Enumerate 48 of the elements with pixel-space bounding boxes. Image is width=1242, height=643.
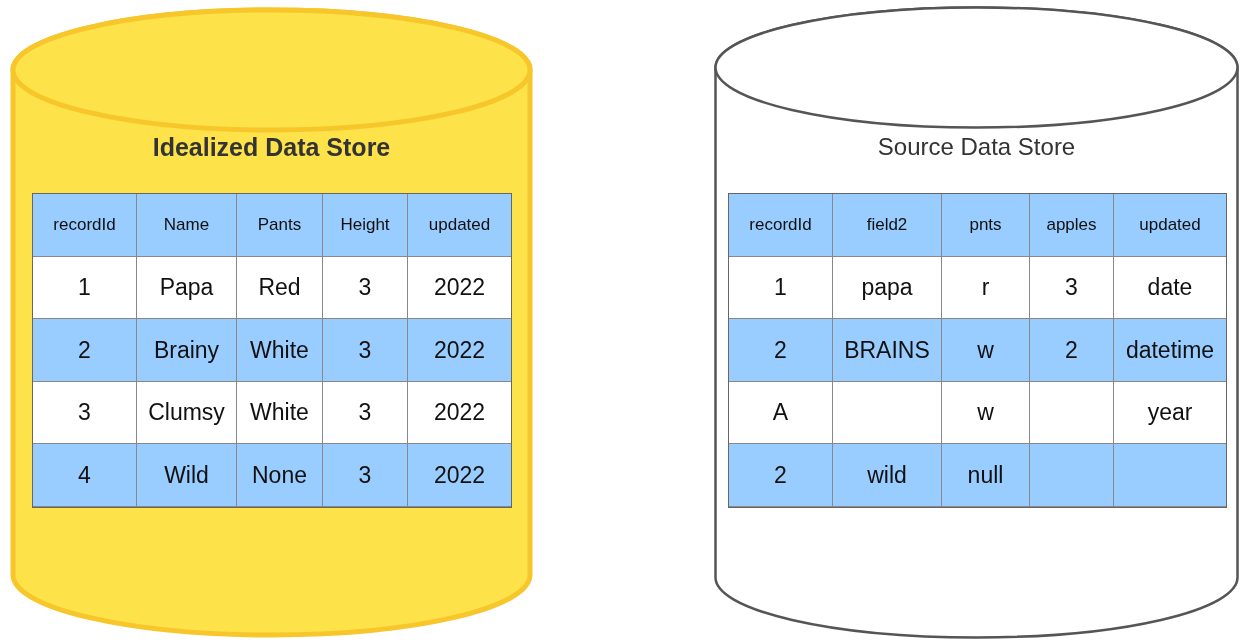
table-cell: 4 [78,461,91,489]
table-cell: 2022 [433,461,486,489]
table-cell: 1 [774,274,787,301]
table-cell: A [772,399,789,426]
column-header: Pants [257,215,302,235]
table-cell: year [1147,399,1193,426]
table-cell: Clumsy [148,399,225,426]
table-cell: 3 [358,336,372,364]
table-cell: White [250,399,309,426]
table-cell: Wild [164,461,209,489]
column-header: field2 [866,215,908,235]
table-cell: wild [867,461,907,489]
column-header: updated [1139,215,1201,235]
table-cell: 3 [78,399,91,426]
column-header: updated [428,215,491,235]
table-cell: Brainy [153,336,220,364]
table-cell: White [250,336,309,364]
table-cell: Papa [159,274,214,301]
column-header: Name [163,215,210,235]
table-cell: 2 [1065,336,1078,364]
table-cell: 2 [774,336,787,364]
table-cell: 3 [358,399,372,426]
table-cell: 2022 [433,274,486,301]
table-cell: 2 [78,336,91,364]
table-cell: BRAINS [844,336,930,364]
table-cell: 3 [1065,274,1078,301]
table-cell: 2022 [433,399,486,426]
table-cell: date [1147,274,1193,301]
store-title: Source Data Store [877,133,1076,161]
column-header: recordId [749,215,812,235]
column-header: recordId [53,215,116,235]
table-cell: 3 [358,274,372,301]
table-cell: 3 [358,461,372,489]
table-cell: null [967,461,1004,489]
column-header: apples [1046,215,1097,235]
store-title: Idealized Data Store [152,133,391,162]
column-header: Height [340,215,390,235]
table-cell: datetime [1125,336,1215,364]
table-cell: 2 [774,461,787,489]
table-cell: w [977,336,994,364]
table-cell: 2022 [433,336,486,364]
table-cell: papa [861,274,913,301]
table-cell: None [252,461,307,489]
table-cell: w [977,399,994,426]
table-cell: r [981,274,990,301]
table-cell: Red [258,274,301,301]
table-cell: 1 [78,274,91,301]
column-header: pnts [969,215,1002,235]
